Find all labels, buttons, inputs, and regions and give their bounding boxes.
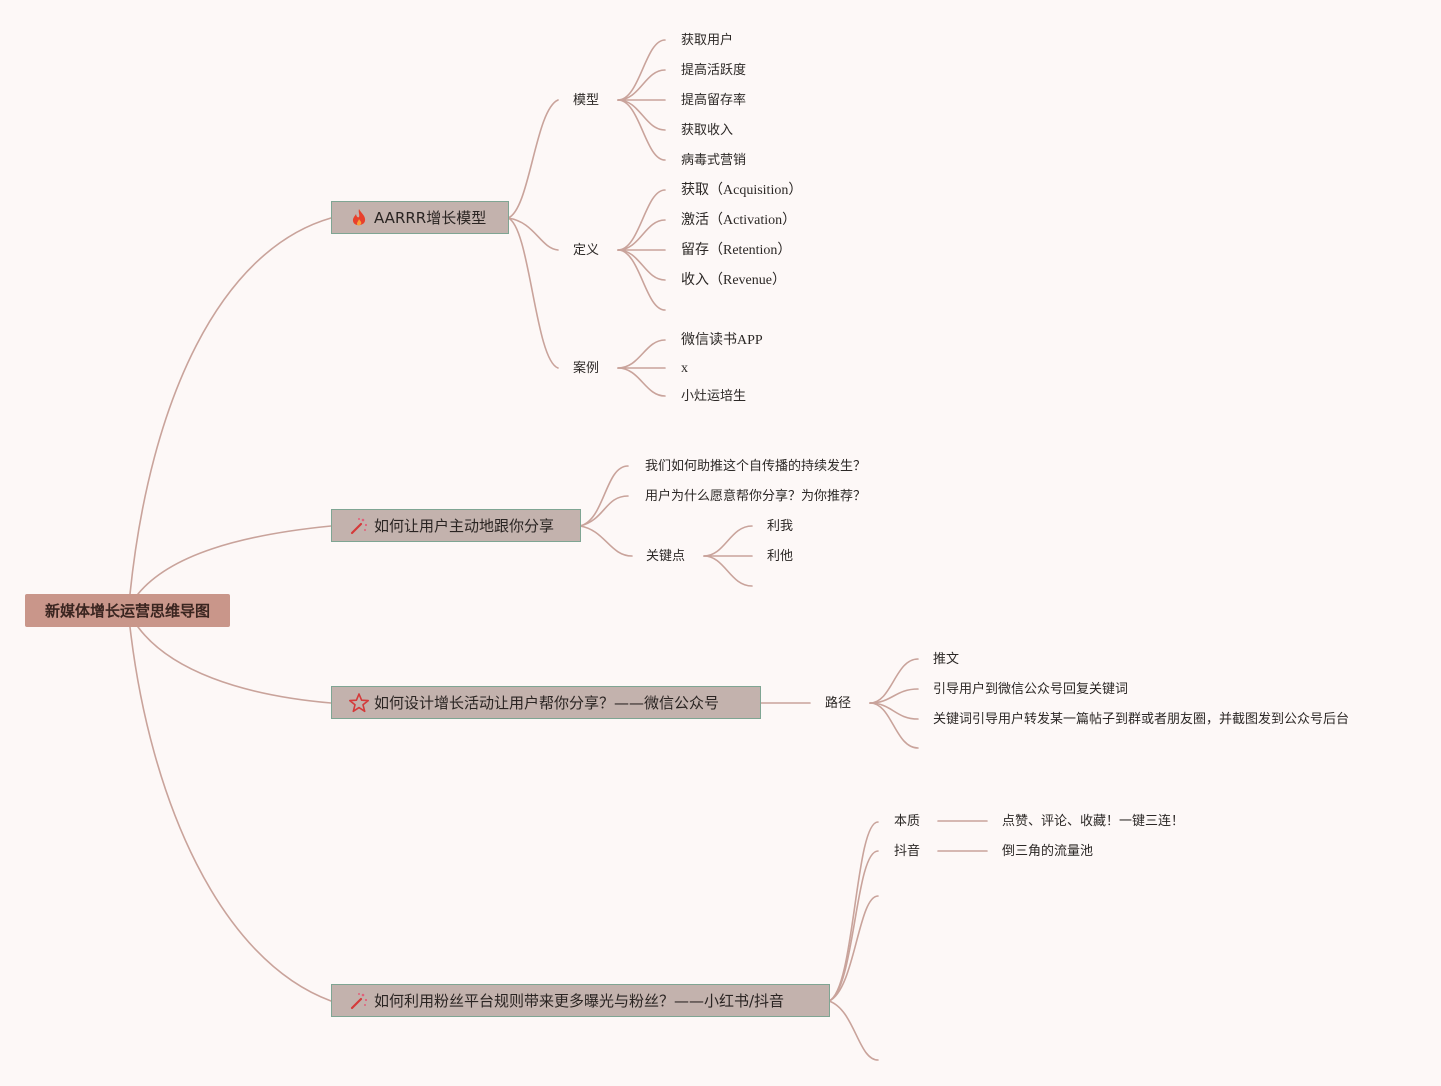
pair-label[interactable]: 本质 xyxy=(894,814,921,829)
branch-title: AARRR增长模型 xyxy=(374,209,487,227)
branch-wechat[interactable]: 如何设计增长活动让用户帮你分享？——微信公众号 xyxy=(331,686,761,719)
leaf-item[interactable]: 留存（Retention） xyxy=(681,243,792,258)
leaf-item[interactable]: 用户为什么愿意帮你分享？为你推荐？ xyxy=(645,489,867,504)
group-label-definition[interactable]: 定义 xyxy=(573,243,600,258)
connector-root-b1 xyxy=(129,217,332,595)
leaf-item[interactable]: 引导用户到微信公众号回复关键词 xyxy=(933,682,1129,697)
group-label-model[interactable]: 模型 xyxy=(573,93,600,108)
branch-title: 如何利用粉丝平台规则带来更多曝光与粉丝？——小红书/抖音 xyxy=(374,992,785,1010)
root-node[interactable]: 新媒体增长运营思维导图 xyxy=(25,594,230,627)
magic-wand-icon xyxy=(348,990,370,1012)
leaf-item[interactable]: 小灶运培生 xyxy=(681,389,747,404)
branch-share[interactable]: 如何让用户主动地跟你分享 xyxy=(331,509,581,542)
branch-title: 如何让用户主动地跟你分享 xyxy=(374,517,555,535)
fire-icon xyxy=(348,207,370,229)
leaf-item[interactable]: x xyxy=(681,361,688,376)
branch-aarrr[interactable]: AARRR增长模型 xyxy=(331,201,509,234)
group-label-path[interactable]: 路径 xyxy=(825,696,852,711)
connector-root-b4 xyxy=(129,626,332,1002)
leaf-item[interactable]: 我们如何助推这个自传播的持续发生？ xyxy=(645,459,867,474)
leaf-item[interactable]: 激活（Activation） xyxy=(681,213,797,228)
leaf-item[interactable]: 微信读书APP xyxy=(681,333,763,348)
leaf-item[interactable]: 获取（Acquisition） xyxy=(681,183,803,198)
root-title: 新媒体增长运营思维导图 xyxy=(44,602,210,620)
pair-label[interactable]: 抖音 xyxy=(894,844,921,859)
group-label-key-points[interactable]: 关键点 xyxy=(646,549,686,564)
leaf-item[interactable]: 病毒式营销 xyxy=(681,153,747,168)
connector-root-b3 xyxy=(137,626,332,704)
leaf-item[interactable]: 关键词引导用户转发某一篇帖子到群或者朋友圈，并截图发到公众号后台 xyxy=(933,712,1350,727)
leaf-item[interactable]: 获取用户 xyxy=(681,33,734,48)
leaf-item[interactable]: 利他 xyxy=(767,549,794,564)
leaf-item[interactable]: 提高活跃度 xyxy=(681,63,747,78)
branch-title: 如何设计增长活动让用户帮你分享？——微信公众号 xyxy=(374,694,720,712)
leaf-item[interactable]: 利我 xyxy=(767,519,794,534)
leaf-item[interactable]: 提高留存率 xyxy=(681,93,747,108)
magic-wand-icon xyxy=(348,515,370,537)
branch-xiaohongshu-douyin[interactable]: 如何利用粉丝平台规则带来更多曝光与粉丝？——小红书/抖音 xyxy=(331,984,830,1017)
pair-value[interactable]: 倒三角的流量池 xyxy=(1002,844,1094,859)
leaf-item[interactable]: 推文 xyxy=(933,652,960,667)
pair-value[interactable]: 点赞、评论、收藏！一键三连！ xyxy=(1002,814,1185,829)
connector-root-b2 xyxy=(137,525,332,595)
star-icon xyxy=(348,692,370,714)
group-label-case[interactable]: 案例 xyxy=(573,361,600,376)
leaf-item[interactable]: 获取收入 xyxy=(681,123,734,138)
leaf-item[interactable]: 收入（Revenue） xyxy=(681,273,786,288)
